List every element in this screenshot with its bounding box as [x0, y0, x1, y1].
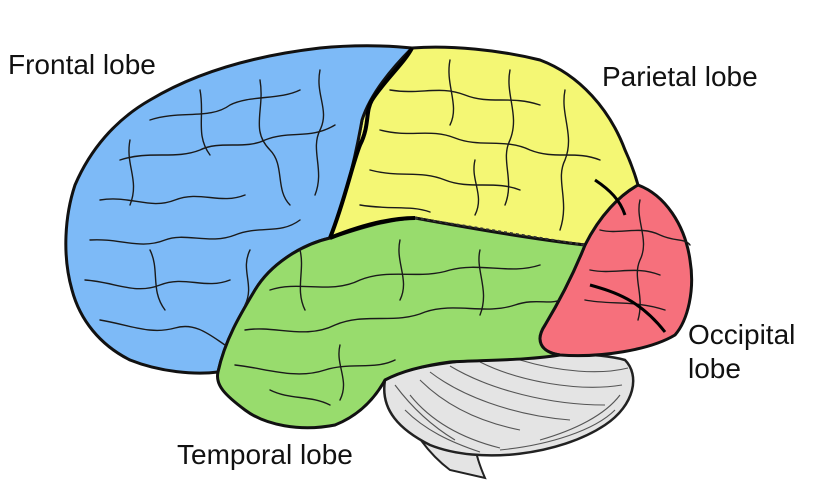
parieto-occipital-sulcus: [594, 178, 627, 216]
central-sulcus: [328, 47, 414, 239]
frontal-gyri: [84, 69, 336, 346]
occipital-lobe-label: Occipital lobe: [688, 318, 795, 385]
frontal-lobe-label: Frontal lobe: [8, 49, 156, 80]
lateral-fissure: [329, 216, 416, 240]
cerebellum: [382, 353, 635, 480]
parietal-lobe-label: Parietal lobe: [602, 61, 758, 92]
occipital-label-line1: Occipital: [688, 319, 796, 350]
temporal-gyri: [234, 239, 561, 406]
temporal-lobe: [215, 216, 588, 430]
temporal-lobe-label: Temporal lobe: [177, 439, 353, 470]
parietal-gyri: [359, 59, 601, 231]
occipital-label-line2: lobe: [688, 352, 741, 384]
occipital-gyri: [584, 199, 691, 333]
